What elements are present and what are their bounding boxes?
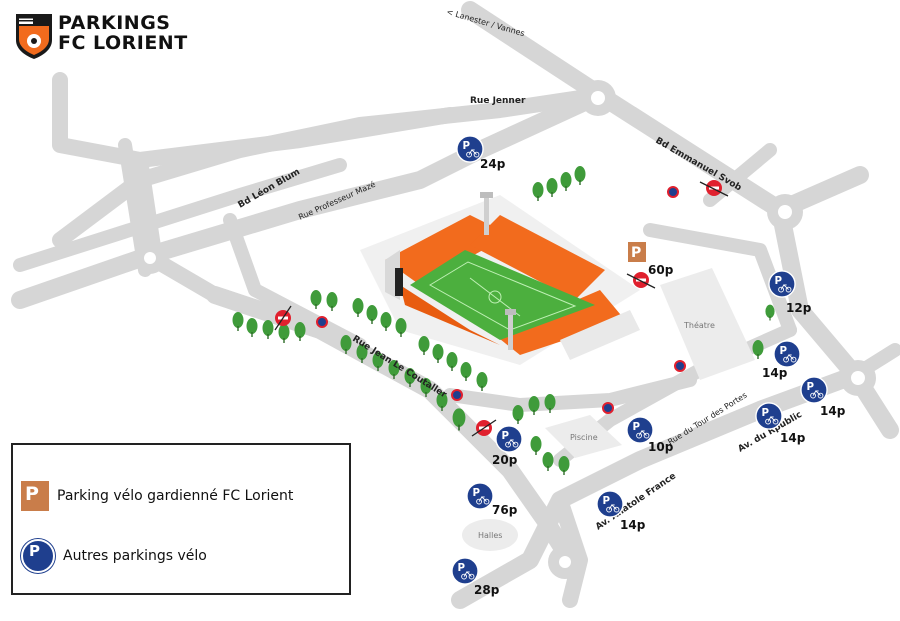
brand-line-1: PARKINGS: [58, 12, 171, 34]
tree-icon: [432, 344, 444, 363]
street-svob: Bd Emmanuel Svob: [654, 136, 744, 194]
theatre-building: [660, 268, 755, 380]
bike-parking-icon: P: [21, 539, 55, 573]
bike-parkings: 24p P 60p 12p 14p 14p 14p 10p 20p 76p 14…: [451, 135, 846, 597]
parking-capacity-14b: 14p: [820, 404, 846, 418]
piscine-label: Piscine: [570, 433, 598, 442]
club-crest-icon: [16, 14, 52, 59]
tree-icon: [395, 318, 407, 337]
traffic-signs: [274, 180, 729, 437]
tree-icon: [246, 318, 258, 337]
tree-icon: [232, 312, 244, 331]
street-jenner: Rue Jenner: [470, 96, 526, 106]
bike-parking-icon[interactable]: [755, 402, 783, 430]
tree-icon: [546, 178, 558, 197]
parking-capacity-12: 12p: [786, 301, 812, 315]
tree-icon: [476, 372, 488, 391]
piscine-building: [545, 415, 622, 458]
tree-icon: [446, 352, 458, 371]
tree-icon: [366, 305, 378, 324]
bike-parking-icon[interactable]: [466, 482, 494, 510]
parking-capacity-60: 60p: [648, 263, 674, 277]
no-parking-icon: [602, 402, 614, 414]
tree-icon: [262, 320, 274, 339]
parking-capacity-20: 20p: [492, 453, 518, 467]
tree-icon: [512, 405, 524, 424]
tree-icon: [532, 182, 544, 201]
tree-icon: [326, 292, 338, 311]
tree-icon: [574, 166, 586, 185]
tree-icon: [380, 312, 392, 331]
bike-parking-icon[interactable]: [773, 340, 801, 368]
parking-capacity-14a: 14p: [762, 366, 788, 380]
bike-parking-icon[interactable]: [596, 490, 624, 518]
bike-parking-icon[interactable]: [768, 270, 796, 298]
tree-icon: [294, 322, 306, 341]
no-parking-icon: [674, 360, 686, 372]
no-parking-icon: [667, 186, 679, 198]
tree-icon: [310, 290, 322, 309]
no-entry-icon: [699, 180, 729, 197]
tree-icon: [765, 304, 775, 321]
theatre-label: Théatre: [683, 320, 715, 330]
halles-label: Halles: [478, 531, 502, 540]
legend-row-others: P Autres parkings vélo: [21, 539, 207, 573]
tree-icon: [278, 324, 290, 343]
stadium-icon: [360, 192, 640, 365]
parking-capacity-24: 24p: [480, 157, 506, 171]
bike-parking-icon[interactable]: [451, 557, 479, 585]
no-parking-icon: [316, 316, 328, 328]
tree-icon: [528, 396, 540, 415]
map-legend: P Parking vélo gardienné FC Lorient P Au…: [11, 443, 351, 595]
no-entry-icon: [274, 305, 292, 331]
parking-capacity-10: 10p: [648, 440, 674, 454]
tree-icon: [418, 336, 430, 355]
halles-building: [462, 519, 518, 551]
brand-line-2: FC LORIENT: [58, 32, 188, 54]
guarded-bike-parking-icon: P: [21, 481, 49, 511]
tree-icon: [560, 172, 572, 191]
parking-capacity-28: 28p: [474, 583, 500, 597]
street-coutaller: Rue Jean Le Coutaller: [350, 334, 448, 400]
legend-others-label: Autres parkings vélo: [63, 548, 207, 564]
guarded-bike-parking-icon[interactable]: P: [628, 242, 646, 262]
svg-text:P: P: [631, 245, 641, 261]
no-entry-icon: [471, 419, 497, 437]
no-parking-icon: [451, 389, 463, 401]
parking-capacity-14c: 14p: [780, 431, 806, 445]
tree-icon: [752, 340, 764, 359]
parking-capacity-76: 76p: [492, 503, 518, 517]
bike-parking-icon[interactable]: [495, 425, 523, 453]
tree-icon: [542, 452, 554, 471]
legend-row-guarded: P Parking vélo gardienné FC Lorient: [21, 481, 293, 511]
tree-icon: [460, 362, 472, 381]
tree-icon: [530, 436, 542, 455]
page-title: PARKINGS FC LORIENT: [58, 13, 188, 53]
tree-icon: [352, 298, 364, 317]
no-entry-icon: [626, 272, 656, 289]
parking-capacity-14d: 14p: [620, 518, 646, 532]
tree-icon: [558, 456, 570, 475]
bike-parking-icon[interactable]: [800, 376, 828, 404]
legend-guarded-label: Parking vélo gardienné FC Lorient: [57, 488, 294, 504]
buildings: Théatre Piscine Halles: [462, 268, 755, 551]
